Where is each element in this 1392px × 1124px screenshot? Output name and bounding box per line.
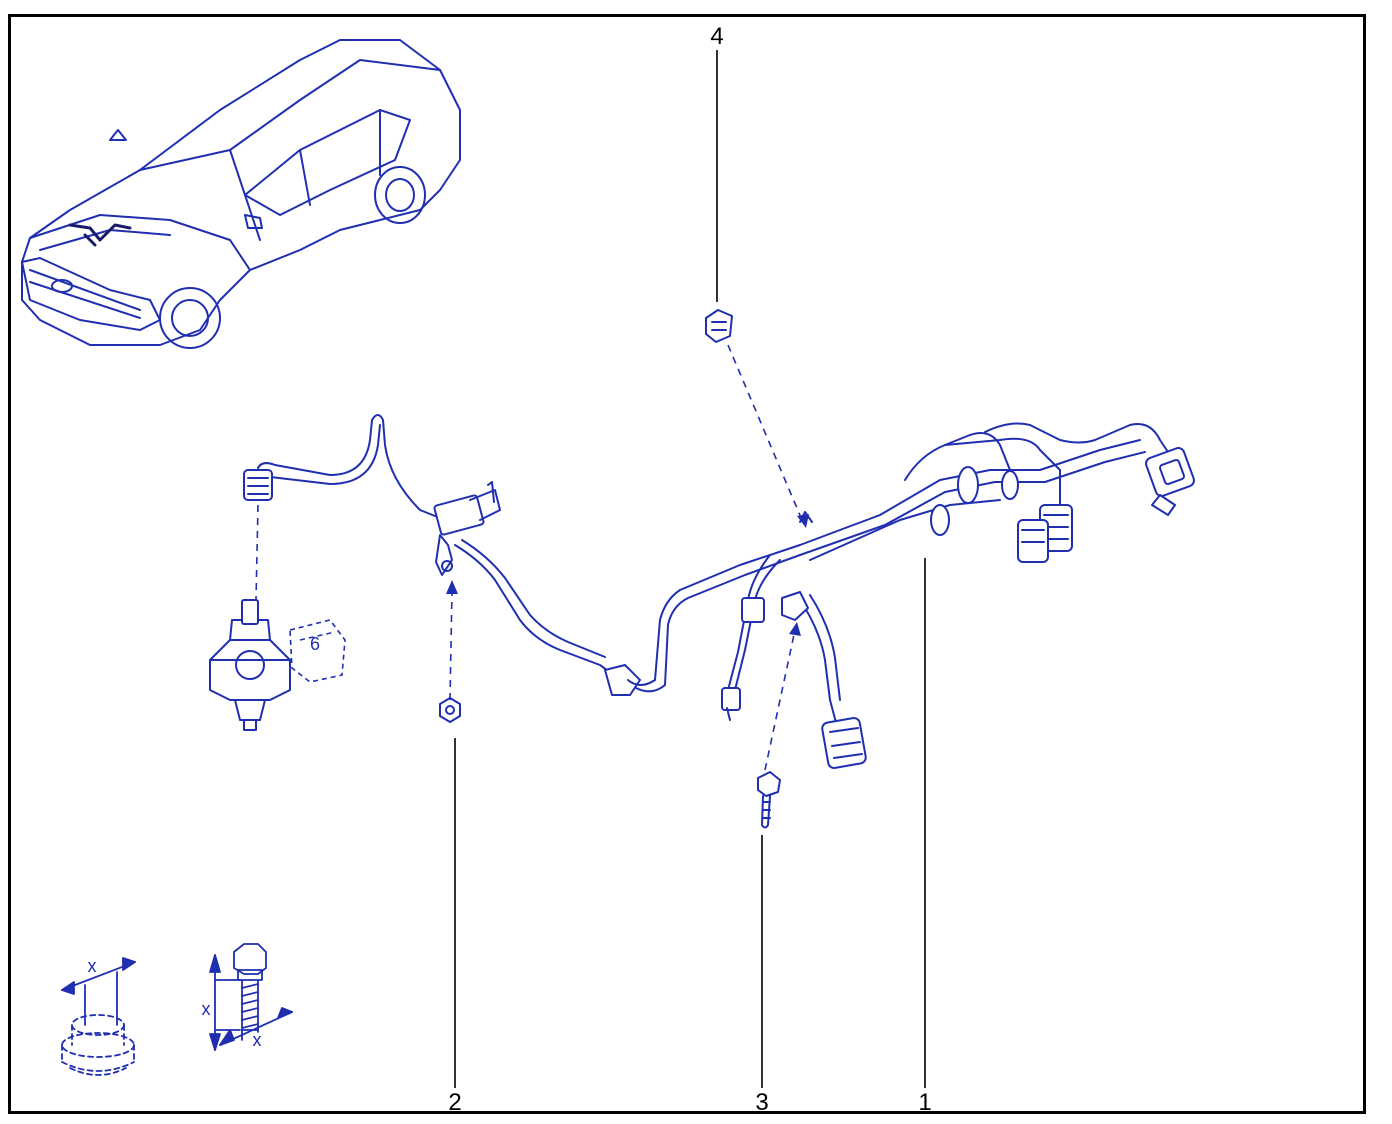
ghost-component: 6 [289, 619, 346, 683]
nut-dimension-label: x [88, 956, 97, 976]
callout-2: 2 [448, 1089, 461, 1116]
svg-text:6: 6 [310, 634, 320, 654]
callout-4: 4 [710, 23, 723, 50]
callout-1: 1 [918, 1089, 931, 1116]
bolt-part-3 [757, 771, 781, 829]
bolt-length-label: x [202, 999, 211, 1019]
bolt-diameter-label: x [253, 1030, 262, 1050]
diagram-frame [8, 14, 1366, 1114]
callout-3: 3 [755, 1089, 768, 1116]
bolt-dimension-detail [209, 943, 293, 1051]
car-thumbnail [21, 39, 461, 349]
wiring-harness [243, 414, 1195, 769]
leader-lines [454, 50, 926, 1088]
sensor-component [209, 599, 291, 731]
assembly-arrows [446, 514, 809, 636]
nut-dimension-detail [61, 957, 136, 1076]
nut-part-2 [439, 697, 461, 723]
clip-part-4 [705, 309, 733, 343]
assembly-lines [255, 344, 803, 771]
